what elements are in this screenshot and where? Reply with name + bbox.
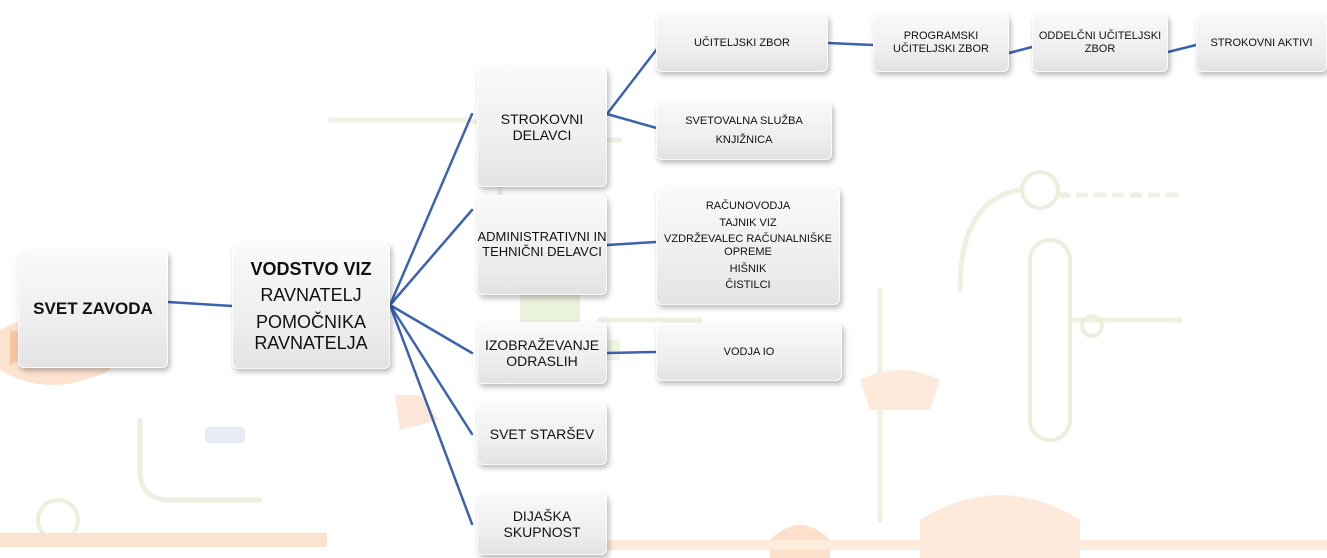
- node-administrativni: ADMINISTRATIVNI IN TEHNIČNI DELAVCI: [477, 195, 607, 295]
- node-strokovni-aktivi: STROKOVNI AKTIVI: [1196, 14, 1327, 72]
- admin-item-cistilci: ČISTILCI: [725, 279, 771, 292]
- node-vodstvo-viz: VODSTVO VIZ RAVNATELJ POMOČNIKA RAVNATEL…: [232, 243, 390, 369]
- admin-item-tajnik: TAJNIK VIZ: [719, 216, 777, 229]
- node-svetovalna-label: SVETOVALNA SLUŽBA: [685, 115, 803, 128]
- node-svet-zavoda: SVET ZAVODA: [18, 250, 168, 368]
- node-admin-staff-list: RAČUNOVODJA TAJNIK VIZ VZDRŽEVALEC RAČUN…: [656, 187, 840, 305]
- node-vodja-io: VODJA IO: [656, 323, 842, 381]
- connector-root-leadership: [166, 300, 234, 308]
- node-vodstvo-heading: VODSTVO VIZ: [250, 258, 372, 279]
- node-vodstvo-pomocnika: POMOČNIKA RAVNATELJA: [254, 312, 368, 353]
- connector-leadership-admin: [388, 208, 474, 307]
- node-uciteljski-zbor: UČITELJSKI ZBOR: [656, 14, 828, 72]
- node-programski-label: PROGRAMSKI UČITELJSKI ZBOR: [893, 30, 989, 55]
- admin-item-racunovodja: RAČUNOVODJA: [705, 200, 791, 213]
- node-dijaska-label: DIJAŠKA SKUPNOST: [503, 507, 581, 540]
- node-programski-zbor: PROGRAMSKI UČITELJSKI ZBOR: [873, 14, 1009, 72]
- node-oddelcni-label: ODDELČNI UČITELJSKI ZBOR: [1038, 30, 1162, 55]
- connector-odd-akt: [1166, 43, 1198, 54]
- node-svet-zavoda-label: SVET ZAVODA: [33, 299, 153, 319]
- node-svet-starsev-label: SVET STARŠEV: [489, 425, 595, 442]
- node-svet-starsev: SVET STARŠEV: [477, 403, 607, 465]
- node-strokovni-aktivi-label: STROKOVNI AKTIVI: [1210, 36, 1313, 49]
- connector-izob-vodja: [605, 350, 658, 355]
- node-svetovalna-knjiznica: SVETOVALNA SLUŽBA KNJIŽNICA: [656, 102, 832, 160]
- node-izobrazevanje-label: IZOBRAŽEVANJE ODRASLIH: [484, 336, 600, 369]
- connector-leadership-svet-starsev: [388, 303, 474, 436]
- connector-admin-list: [605, 240, 658, 247]
- node-vodja-io-label: VODJA IO: [723, 345, 775, 358]
- connector-prog-odd: [1007, 45, 1034, 55]
- connector-strokovni-svet: [605, 112, 662, 131]
- connector-leadership-dijaska: [388, 303, 474, 526]
- node-izobrazevanje-odraslih: IZOBRAŽEVANJE ODRASLIH: [477, 322, 607, 384]
- admin-item-vzdrzevalec: VZDRŽEVALEC RAČUNALNIŠKE OPREME: [664, 233, 832, 258]
- connector-leadership-strokovni: [388, 112, 474, 307]
- admin-item-hisnik: HIŠNIK: [729, 262, 767, 275]
- node-dijaska-skupnost: DIJAŠKA SKUPNOST: [477, 493, 607, 555]
- node-oddelcni-zbor: ODDELČNI UČITELJSKI ZBOR: [1032, 14, 1168, 72]
- node-strokovni-delavci: STROKOVNI DELAVCI: [477, 67, 607, 187]
- node-knjiznica-label: KNJIŽNICA: [715, 134, 773, 146]
- node-uciteljski-zbor-label: UČITELJSKI ZBOR: [694, 36, 790, 49]
- connector-strokovni-ucz: [605, 43, 662, 116]
- connector-ucz-prog: [826, 41, 875, 47]
- node-administrativni-label: ADMINISTRATIVNI IN TEHNIČNI DELAVCI: [477, 229, 607, 259]
- node-strokovni-label: STROKOVNI DELAVCI: [500, 110, 584, 143]
- node-vodstvo-ravnatelj: RAVNATELJ: [260, 285, 362, 306]
- connector-leadership-izob: [388, 303, 474, 355]
